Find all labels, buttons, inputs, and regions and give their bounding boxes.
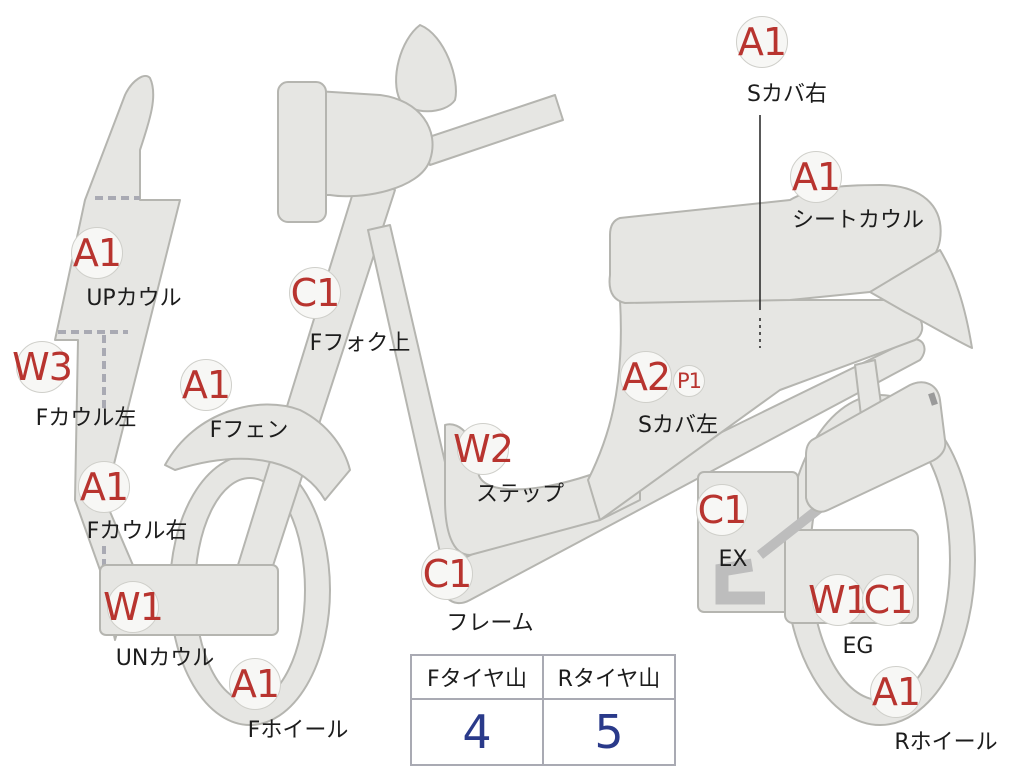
up-cowl-label: UPカウル [86, 286, 182, 311]
rear-tire-value: 5 [542, 698, 676, 766]
headlight-shape [299, 89, 434, 198]
front-tire-header: Fタイヤ山 [410, 654, 544, 700]
under-cowl-marker: W1 [103, 581, 164, 633]
seat-cowl-marker: A1 [790, 151, 842, 203]
tire-table-value-row: 4 5 [410, 698, 676, 766]
front-fender-shape [164, 403, 351, 501]
front-fork-upper-label: Fフォク上 [309, 331, 411, 356]
s-cover-left-label: Sカバ左 [638, 413, 718, 438]
muffler-tip-shape [928, 392, 938, 406]
engine-secondary-marker: C1 [862, 574, 914, 626]
front-tire-value: 4 [410, 698, 544, 766]
tire-table-header-row: Fタイヤ山 Rタイヤ山 [410, 654, 676, 700]
s-cover-right-marker: A1 [736, 16, 788, 68]
rear-wheel-label: Rホイール [894, 730, 998, 755]
under-cowl-label: UNカウル [115, 646, 215, 671]
tire-tread-table: Fタイヤ山 Rタイヤ山 4 5 [410, 654, 676, 766]
front-cowl-shape [54, 75, 181, 641]
frame-label: フレーム [446, 611, 534, 636]
front-fork-upper-marker: C1 [289, 267, 341, 319]
s-cover-left-secondary-marker: P1 [673, 365, 705, 397]
front-wheel-marker: A1 [229, 658, 281, 710]
mirror-shape [395, 24, 457, 113]
front-fender-label: Fフェン [209, 418, 289, 443]
step-label: ステップ [475, 482, 565, 507]
exhaust-marker: C1 [696, 484, 748, 536]
front-cowl-left-label: Fカウル左 [35, 406, 137, 431]
front-cowl-right-label: Fカウル右 [86, 519, 188, 544]
front-fender-marker: A1 [180, 359, 232, 411]
step-marker: W2 [453, 423, 514, 475]
headlight-lens-shape [277, 81, 327, 223]
exhaust-pipe-shape [715, 558, 765, 605]
engine-marker: W1 [808, 574, 869, 626]
seat-cowl-label: シートカウル [791, 208, 925, 233]
s-cover-right-label: Sカバ右 [747, 82, 827, 107]
engine-label: EG [842, 634, 874, 659]
seat-cowl-tail-shape [869, 249, 973, 349]
frame-marker: C1 [421, 548, 473, 600]
s-cover-left-marker: A2 [620, 351, 672, 403]
up-cowl-marker: A1 [71, 227, 123, 279]
muffler-shape [805, 381, 947, 513]
front-cowl-left-marker: W3 [12, 341, 73, 393]
exhaust-label: EX [718, 547, 748, 572]
front-wheel-label: Fホイール [247, 718, 349, 743]
front-cowl-right-marker: A1 [78, 461, 130, 513]
rear-wheel-marker: A1 [870, 666, 922, 718]
rear-tire-header: Rタイヤ山 [542, 654, 676, 700]
